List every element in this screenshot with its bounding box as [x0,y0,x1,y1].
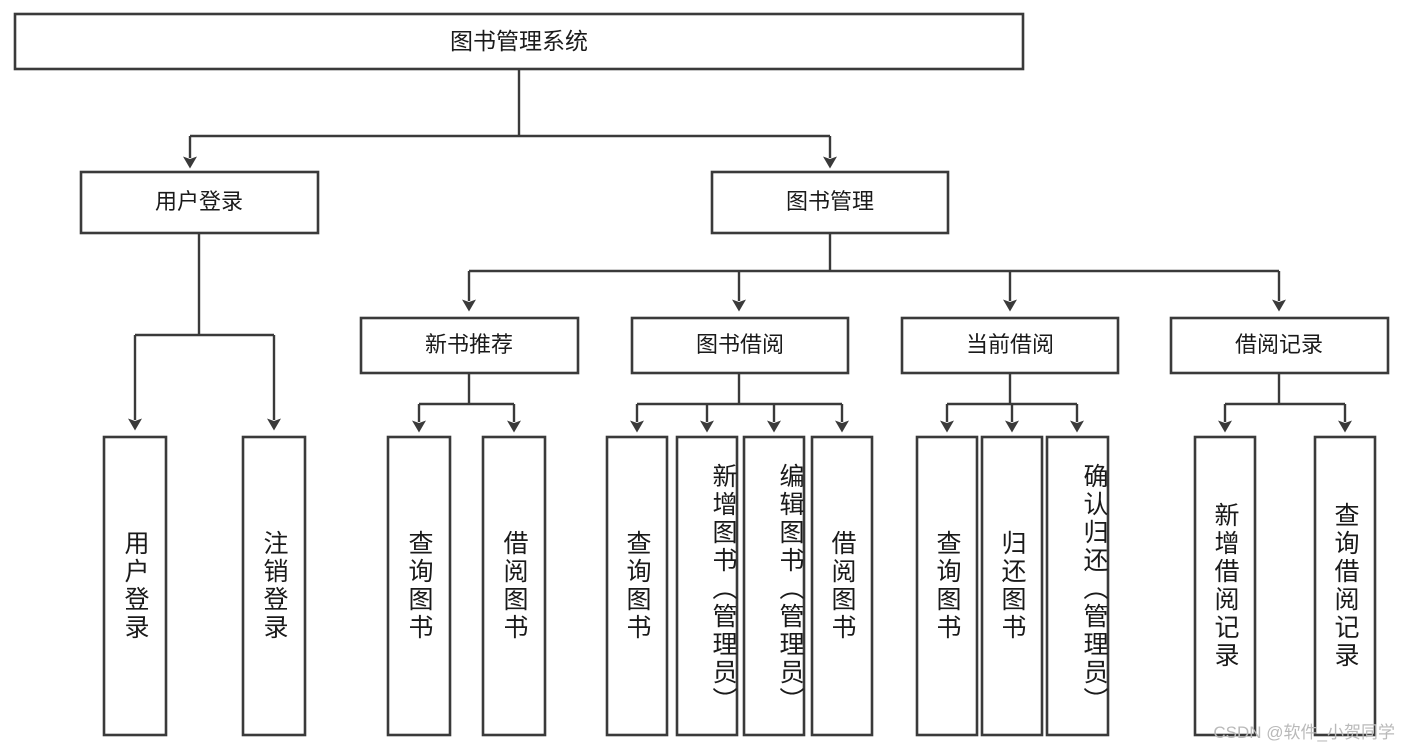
node-user-login-label: 用户登录 [155,189,243,214]
node-current-borrow[interactable]: 当前借阅 [900,316,1120,375]
leaf-box-user-login[interactable] [102,435,168,737]
node-new-book-recommend[interactable]: 新书推荐 [359,316,580,375]
leaf-box-query-book-cb[interactable] [915,435,979,737]
leaf-box-confirm-return[interactable] [1045,435,1110,737]
connector-group-root [183,69,837,169]
node-user-login[interactable]: 用户登录 [79,170,320,235]
node-book-borrow-label: 图书借阅 [696,332,784,357]
node-book-borrow[interactable]: 图书借阅 [630,316,850,375]
connector-group-user-login [128,232,281,431]
leaf-box-add-record[interactable] [1193,435,1257,737]
connector-group-borrow-record [1218,373,1352,433]
node-borrow-record[interactable]: 借阅记录 [1169,316,1390,375]
connector-group-borrow [630,373,849,433]
leaf-box-add-book[interactable] [675,435,739,737]
leaf-box-return-book[interactable] [980,435,1044,737]
node-current-borrow-label: 当前借阅 [966,332,1054,357]
leaf-box-logout[interactable] [241,435,307,737]
leaf-box-query-book-bb[interactable] [605,435,669,737]
connector-group-new-book [412,373,521,433]
leaf-box-borrow-book-bb[interactable] [810,435,874,737]
node-book-manage-label: 图书管理 [786,189,874,214]
connector-group-book-manage [462,233,1286,312]
csdn-watermark: CSDN @软件_小贺同学 [1213,723,1395,742]
connector-group-current-borrow [940,373,1084,433]
leaf-box-edit-book[interactable] [742,435,806,737]
node-book-manage[interactable]: 图书管理 [710,170,950,235]
node-root-label: 图书管理系统 [450,28,588,54]
node-root-system[interactable]: 图书管理系统 [13,12,1025,71]
leaf-box-borrow-book-nb[interactable] [481,435,547,737]
node-borrow-record-label: 借阅记录 [1235,332,1323,357]
leaf-box-query-record[interactable] [1313,435,1377,737]
leaf-box-query-book-nb[interactable] [386,435,452,737]
node-new-book-recommend-label: 新书推荐 [425,332,513,357]
